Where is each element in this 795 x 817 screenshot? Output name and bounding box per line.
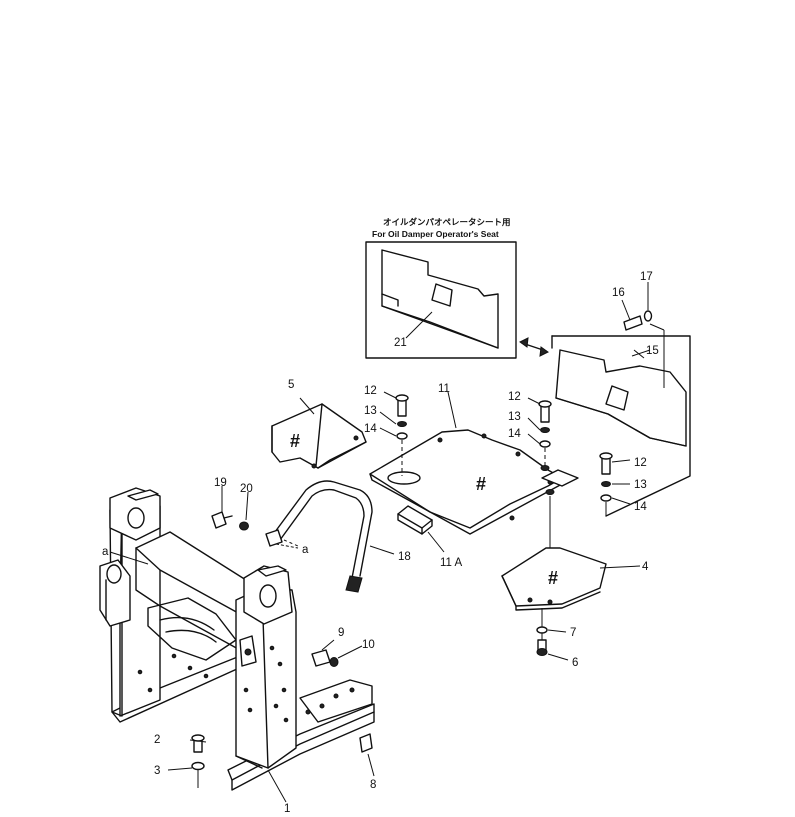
reference-double-arrow xyxy=(519,337,549,357)
fasteners-part-19-20 xyxy=(211,486,249,531)
callout-2: 2 xyxy=(154,734,160,746)
fasteners-part-2-3 xyxy=(191,734,205,788)
inset-oil-damper-seat: オイルダンパオペレータシート用 For Oil Damper Operator'… xyxy=(365,217,517,359)
callout-12-right-lower: 12 xyxy=(634,457,647,469)
cover-part-15 xyxy=(555,349,687,447)
callout-5: 5 xyxy=(288,379,294,391)
callout-numbers: 21 17 16 15 5 12 13 14 11 12 13 14 12 13… xyxy=(154,271,659,815)
hash-mark-plate: # xyxy=(476,474,486,494)
inset-frame xyxy=(365,241,517,359)
floor-plate-part-11: # xyxy=(369,429,579,535)
ref-mark-a-pipe: a xyxy=(302,544,309,556)
callout-13-right-upper: 13 xyxy=(508,411,521,423)
callout-13-right-lower: 13 xyxy=(634,479,647,491)
hash-mark-cover-4: # xyxy=(548,568,558,588)
callout-6: 6 xyxy=(572,657,578,669)
bolt-part-16 xyxy=(623,315,643,331)
callout-3: 3 xyxy=(154,765,160,777)
cover-part-4: # xyxy=(501,547,641,640)
frame-part-1: a a xyxy=(99,487,375,791)
inset-caption-en: For Oil Damper Operator's Seat xyxy=(372,229,499,239)
callout-13-center: 13 xyxy=(364,405,377,417)
callout-12-center: 12 xyxy=(364,385,377,397)
leader-lines xyxy=(167,282,649,803)
hash-mark-cover-5: # xyxy=(290,431,300,451)
tag-part-8 xyxy=(359,733,375,777)
fasteners-part-9-10 xyxy=(311,639,363,667)
washer-part-10 xyxy=(329,657,339,667)
bolt-part-6 xyxy=(536,648,548,656)
callout-8: 8 xyxy=(370,779,376,791)
callout-12-right-upper: 12 xyxy=(508,391,521,403)
pad-part-11a xyxy=(397,505,445,553)
callout-20: 20 xyxy=(240,483,253,495)
callout-19: 19 xyxy=(214,477,227,489)
callout-10: 10 xyxy=(362,639,375,651)
plate-hole xyxy=(387,471,421,485)
plate-to-cover-4-bolt xyxy=(545,489,555,548)
callout-14-center: 14 xyxy=(364,423,377,435)
cover-part-5: # xyxy=(271,397,367,469)
inset-cover-part-21 xyxy=(381,249,499,349)
callout-17: 17 xyxy=(640,271,653,283)
washer-part-14-center xyxy=(396,432,408,440)
callout-14-right-upper: 14 xyxy=(508,428,521,440)
bolt-part-19 xyxy=(211,511,227,529)
callout-16: 16 xyxy=(612,287,625,299)
callout-9: 9 xyxy=(338,627,344,639)
callout-11a: 11 A xyxy=(440,557,462,569)
callout-21: 21 xyxy=(394,337,407,349)
callout-15: 15 xyxy=(646,345,659,357)
callout-7: 7 xyxy=(570,627,576,639)
nut-part-20 xyxy=(239,521,249,531)
callout-1: 1 xyxy=(284,803,290,815)
fastener-stack-right-upper xyxy=(538,400,552,471)
fasteners-part-6-7 xyxy=(536,626,548,656)
callout-14-right-lower: 14 xyxy=(634,501,647,513)
fastener-stack-center xyxy=(395,394,409,476)
callout-18: 18 xyxy=(398,551,411,563)
washer-part-17 xyxy=(643,310,653,322)
callout-11: 11 xyxy=(438,383,450,395)
washer-part-13-center xyxy=(397,421,407,427)
grab-pipe-part-18 xyxy=(265,480,395,593)
bolt-part-9 xyxy=(311,649,331,667)
ref-mark-a-frame: a xyxy=(102,546,109,558)
inset-caption-jp: オイルダンパオペレータシート用 xyxy=(383,217,511,227)
fastener-stack-right-lower xyxy=(599,452,613,516)
callout-4: 4 xyxy=(642,561,649,573)
cover-part-15-group xyxy=(551,310,691,517)
washer-part-7 xyxy=(536,626,548,634)
washer-part-3 xyxy=(191,761,205,771)
